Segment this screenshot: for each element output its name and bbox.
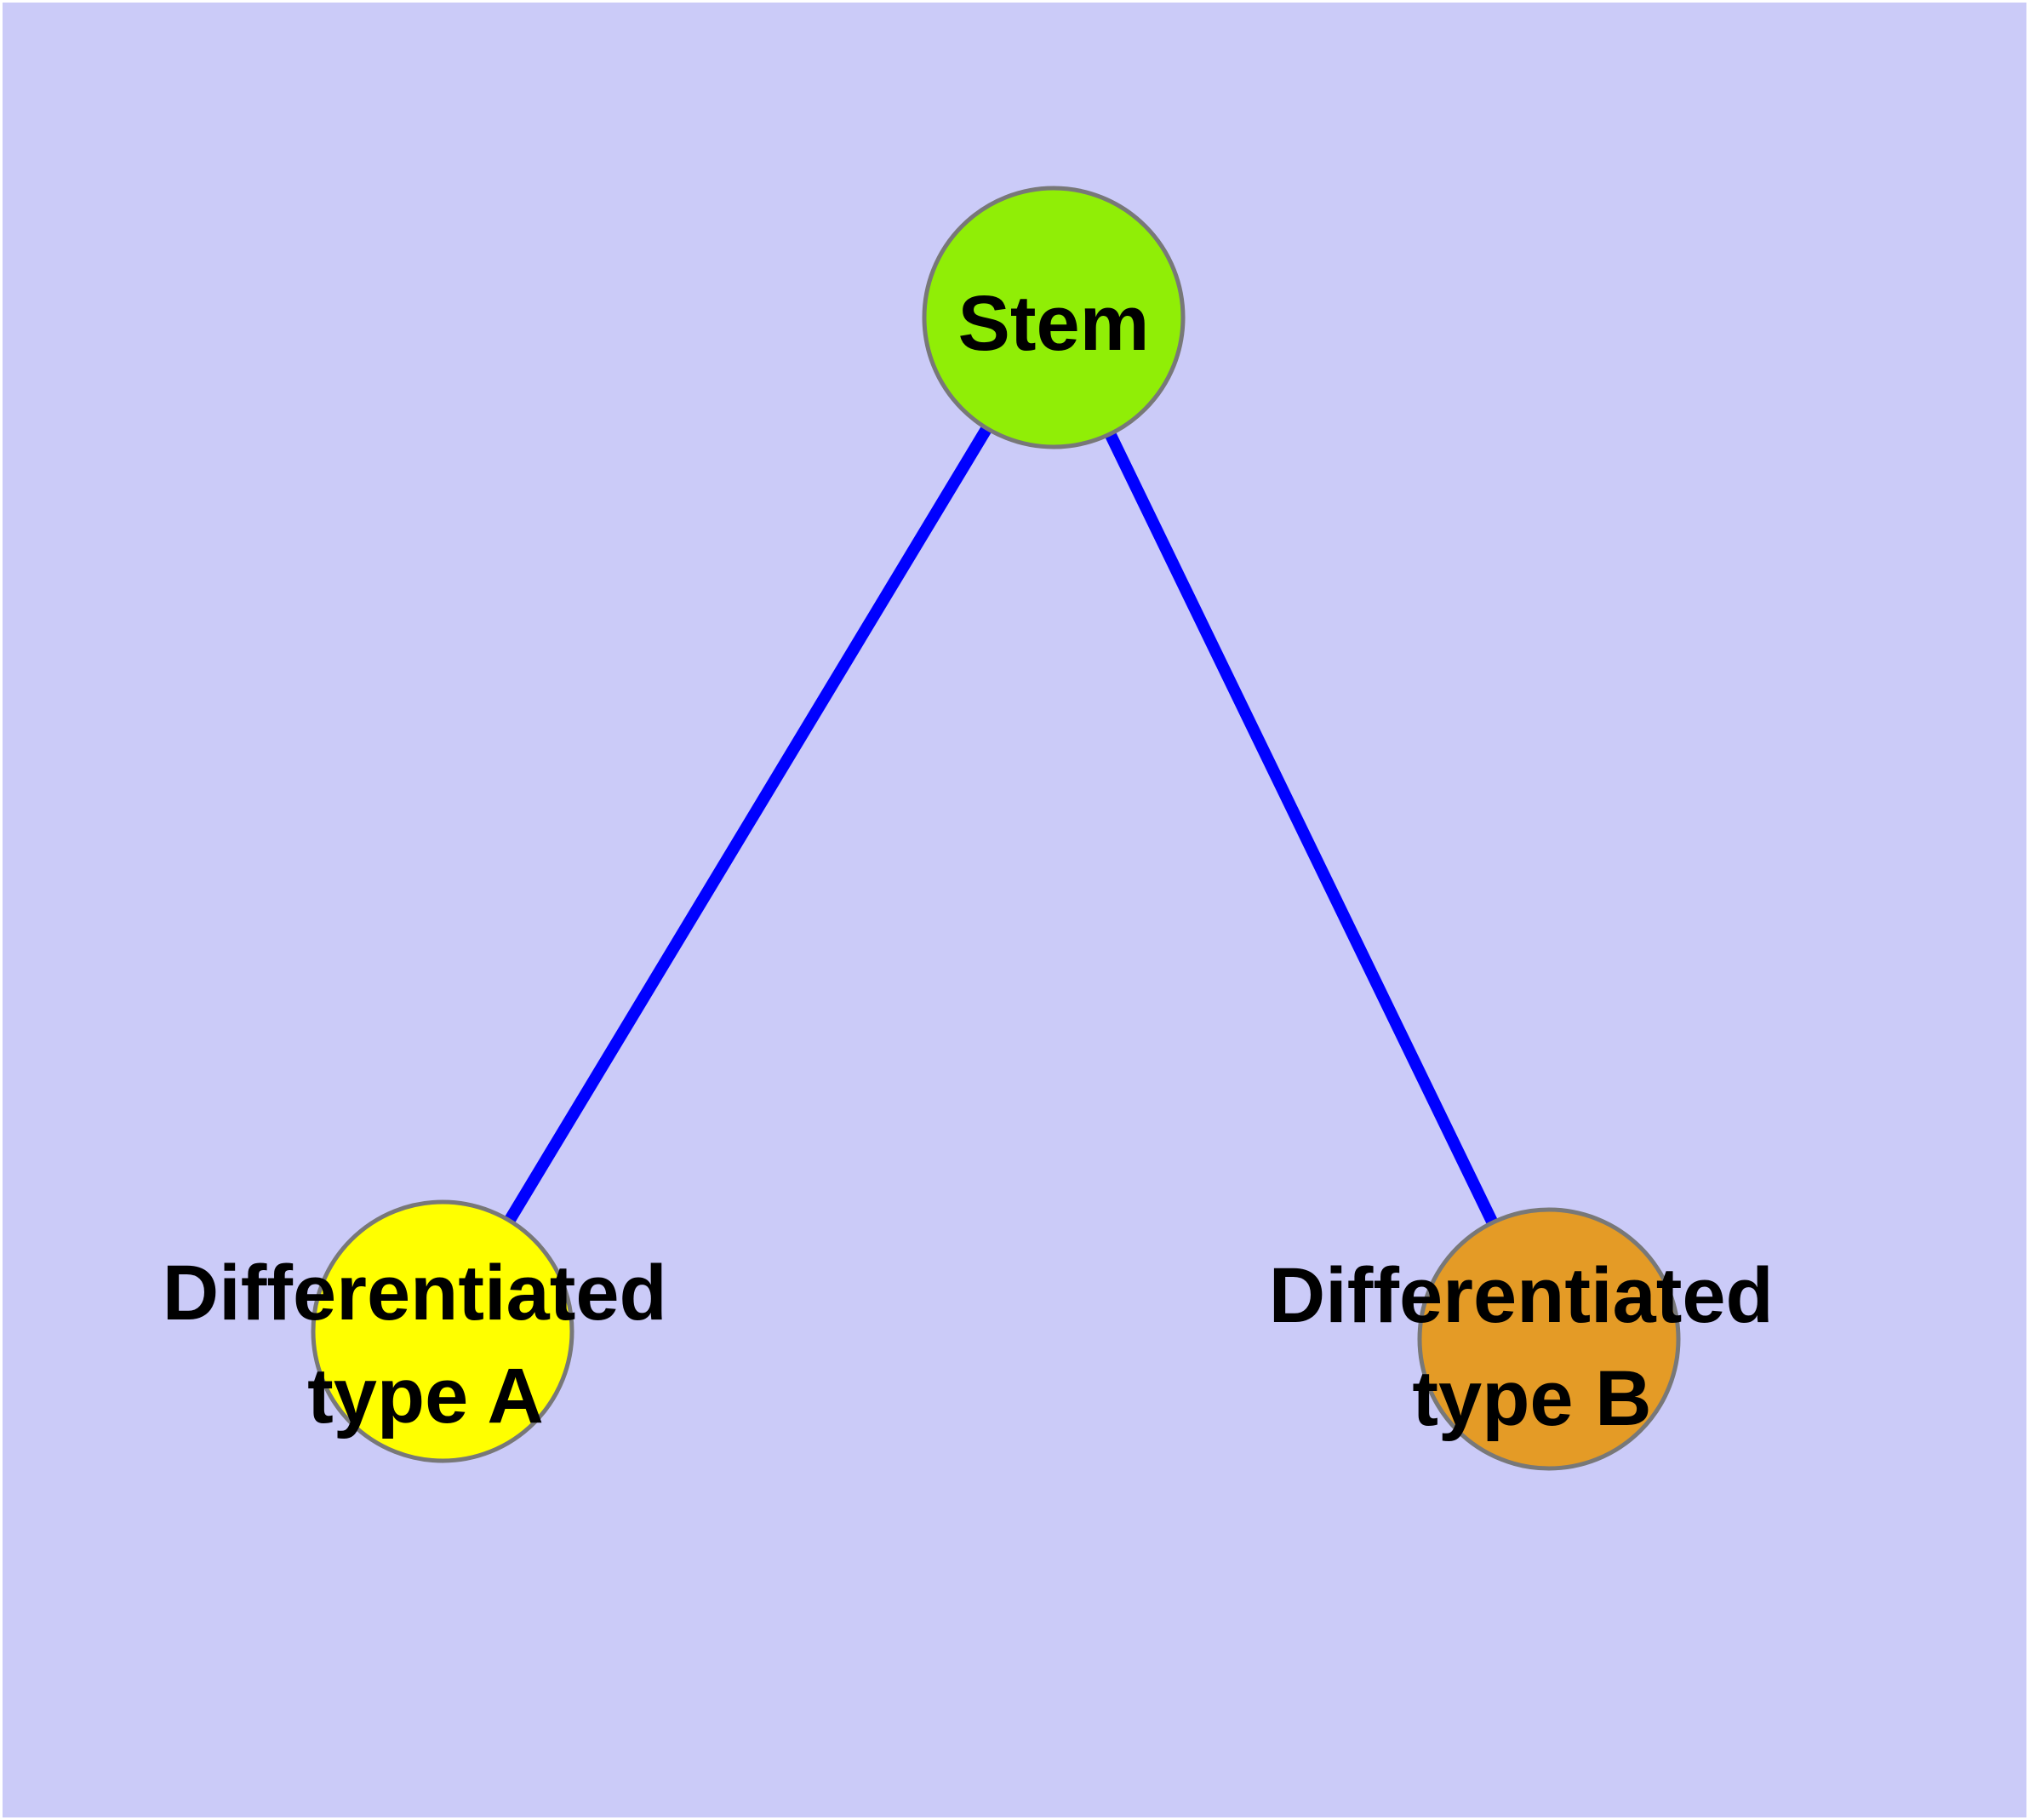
node-type-a-label: Differentiated type A: [163, 1250, 689, 1439]
node-stem-label: Stem: [958, 280, 1150, 367]
edge-stem-to-type-a: [437, 314, 1059, 1335]
node-type-b-label-line1: Differentiated: [1269, 1252, 1774, 1339]
node-differentiated-type-b: [1417, 1207, 1681, 1471]
node-type-b-label: Differentiated type B: [1269, 1252, 1796, 1442]
node-type-b-label-line2: type B: [1412, 1355, 1651, 1442]
edge-stem-to-type-b: [1048, 314, 1555, 1342]
node-type-a-label-line2: type A: [307, 1353, 544, 1439]
node-differentiated-type-a: [311, 1199, 574, 1463]
node-type-a-label-line1: Differentiated: [163, 1250, 667, 1336]
node-stem: [922, 186, 1186, 449]
